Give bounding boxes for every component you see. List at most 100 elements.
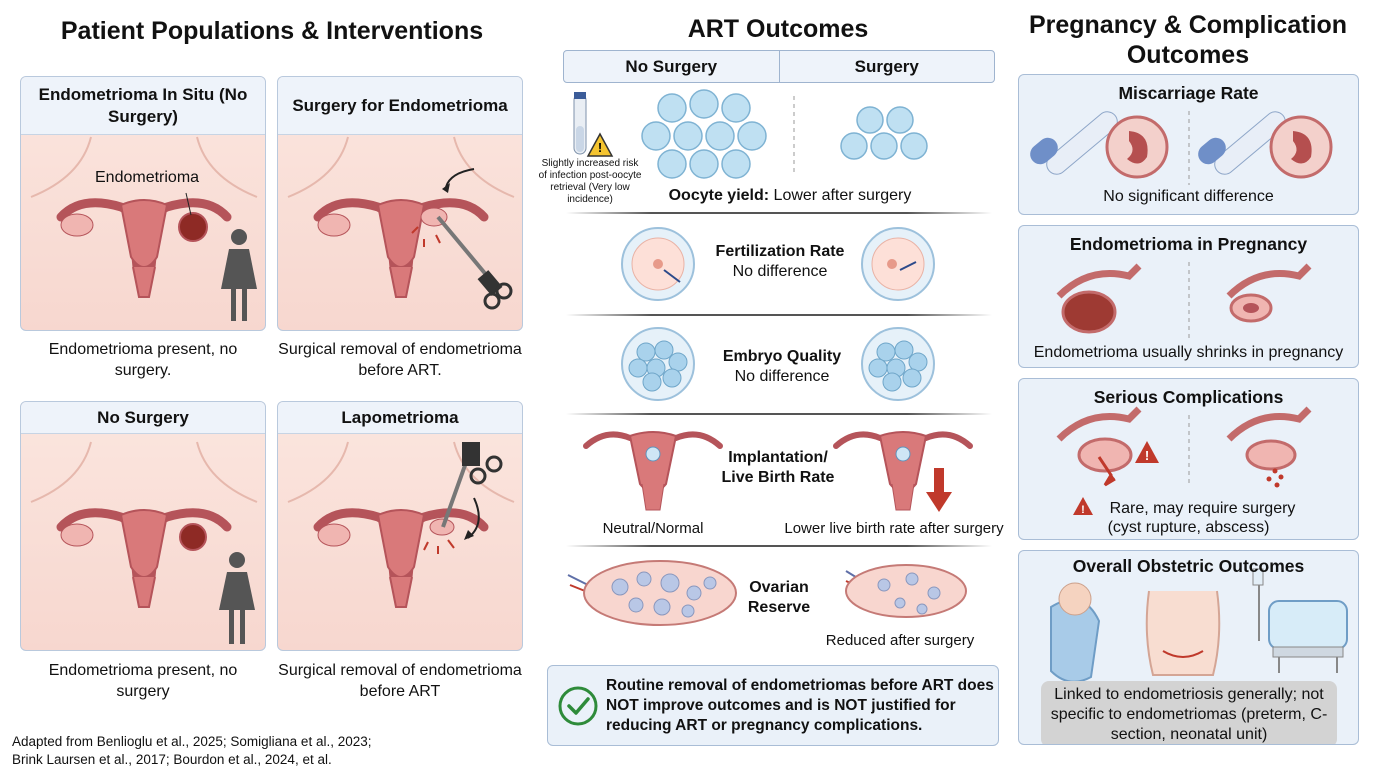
laparoscope-icon [441, 442, 503, 528]
embryo-quality: Embryo Quality No difference [692, 347, 872, 387]
reference-line: Brink Laursen et al., 2017; Bourdon et a… [12, 752, 332, 768]
uterus-surgery-illustration [287, 136, 515, 310]
conclusion-text: Routine removal of endometriomas before … [606, 677, 994, 735]
middle-column-title: ART Outcomes [687, 15, 869, 43]
conclusion-box: Routine removal of endometriomas before … [547, 665, 999, 746]
fertilization-value: No difference [732, 263, 828, 280]
incision-marks-icon [423, 539, 455, 554]
panel-endometrioma-in-situ: Endometrioma In Situ (No Surgery) Endome… [20, 76, 266, 331]
warning-icon: ! [586, 132, 614, 157]
miscarriage-title: Miscarriage Rate [1118, 83, 1259, 103]
svg-text:!: ! [598, 140, 602, 155]
serious-complications-title: Serious Complications [1093, 387, 1284, 407]
panel-surgery-for-endometrioma: Surgery for Endometrioma [277, 76, 523, 331]
miscarriage-illustration [1030, 111, 1333, 185]
embryo-value: No difference [734, 368, 830, 385]
implantation-title: Implantation/ Live Birth Rate [721, 449, 835, 486]
uterus-icon [56, 198, 232, 298]
oocyte-illustration: ! [573, 89, 928, 179]
reference-line: Adapted from Benlioglu et al., 2025; Som… [12, 734, 372, 749]
panel-caption: Surgical removal of endometrioma before … [278, 662, 522, 700]
right-column-title: Pregnancy & Complication Outcomes [1028, 11, 1348, 69]
ovarian-reserve-title: Ovarian Reserve [747, 579, 811, 616]
ruptured-cyst-icon [1056, 406, 1142, 487]
endometrioma-cyst-icon [179, 523, 207, 551]
fertilization-illustration [621, 227, 935, 301]
section-divider [566, 212, 992, 214]
references: Adapted from Benlioglu et al., 2025; Som… [12, 733, 371, 768]
obstetric-illustration [1050, 568, 1348, 683]
embryo-illustration [621, 327, 935, 401]
embryo-surgery-icon [861, 327, 935, 401]
serious-complications-box: ! ! Serious Complications Rare, may requ… [1018, 378, 1359, 540]
uterus-implantation-no-surgery-icon [583, 431, 723, 511]
miscarriage-text: No significant difference [1103, 188, 1274, 205]
obstetric-outcomes-title: Overall Obstetric Outcomes [1072, 556, 1305, 576]
ovarian-surgery-value: Reduced after surgery [825, 632, 975, 649]
obstetric-outcomes-box: Overall Obstetric Outcomes Linked to end… [1018, 550, 1359, 745]
endometrioma-cyst-icon [178, 212, 208, 242]
panel-lapometrioma: Lapometrioma [277, 401, 523, 651]
uterus-icon [313, 198, 489, 298]
oocyte-cluster-surgery-icon [840, 106, 928, 160]
woman-icon [219, 552, 255, 644]
uterus-with-endometrioma-illustration [30, 136, 258, 321]
svg-text:!: ! [1145, 448, 1149, 463]
header-surgery: Surgery [778, 51, 995, 82]
section-divider [566, 413, 992, 415]
section-divider [566, 545, 992, 547]
implantation-illustration [583, 431, 973, 512]
svg-text:!: ! [1081, 504, 1085, 516]
c-section-abdomen-icon [1145, 590, 1221, 676]
woman-icon [221, 229, 257, 321]
ovary-large-cyst-icon [1056, 263, 1142, 334]
oocyte-yield-text: Oocyte yield: Lower after surgery [668, 187, 912, 204]
embryo-icon [1105, 115, 1169, 179]
ovary-illustration [567, 560, 967, 626]
egg-sperm-surgery-icon [861, 227, 935, 301]
egg-sperm-no-surgery-icon [621, 227, 695, 301]
pregnancy-box: Endometrioma in Pregnancy Endometrioma u… [1018, 225, 1359, 368]
fertilization-rate: Fertilization Rate No difference [690, 242, 870, 282]
laparoscopic-grasper-icon [436, 215, 513, 310]
test-tube-icon [573, 92, 587, 155]
ovary-small-cyst-icon [1226, 263, 1312, 323]
pregnancy-text: Endometrioma usually shrinks in pregnanc… [1033, 344, 1344, 361]
incision-marks-icon [411, 226, 441, 247]
embryo-icon [1269, 115, 1333, 179]
complications-illustration: ! ! [1056, 406, 1312, 516]
obstetric-outcomes-text: Linked to endometriosis generally; not s… [1041, 681, 1337, 744]
incubator-icon [1252, 568, 1348, 673]
fertilization-title: Fertilization Rate [715, 243, 845, 260]
pregnancy-test-icon [1030, 111, 1118, 175]
panel-caption: Endometrioma present, no surgery [48, 662, 238, 700]
embryo-no-surgery-icon [621, 327, 695, 401]
serious-complications-detail: (cyst rupture, abscess) [1107, 519, 1270, 536]
ovary-surgery-icon [845, 564, 967, 618]
pregnancy-test-icon [1198, 111, 1286, 175]
infection-note: Slightly increased risk of infection pos… [538, 158, 642, 205]
uterus-icon [56, 508, 232, 608]
uterus-implantation-surgery-icon [833, 431, 973, 511]
panel-header: Lapometrioma [278, 402, 522, 434]
implantation-no-surgery-value: Neutral/Normal [602, 520, 704, 537]
panel-header: No Surgery [21, 402, 265, 434]
warning-icon: ! [1135, 441, 1159, 463]
abscess-cyst-icon [1226, 406, 1312, 488]
left-column-title: Patient Populations & Interventions [60, 17, 484, 45]
pregnancy-title: Endometrioma in Pregnancy [1069, 234, 1308, 254]
uterus-laparoscopy-illustration [287, 441, 515, 608]
section-divider [566, 314, 992, 316]
pregnancy-illustration [1056, 262, 1312, 338]
miscarriage-box: Miscarriage Rate No significant differen… [1018, 74, 1359, 215]
panel-caption: Surgical removal of endometrioma before … [278, 341, 522, 379]
ovary-no-surgery-icon [567, 560, 737, 626]
down-arrow-icon [926, 468, 952, 512]
panel-no-surgery: No Surgery [20, 401, 266, 651]
panel-caption: Endometrioma present, no surgery. [48, 341, 238, 379]
embryo-title: Embryo Quality [722, 348, 842, 365]
oocyte-cluster-no-surgery-icon [641, 89, 767, 179]
check-circle-icon [558, 686, 598, 726]
implantation-surgery-value: Lower live birth rate after surgery [784, 520, 1004, 537]
endometrioma-label: Endometrioma [95, 169, 200, 186]
